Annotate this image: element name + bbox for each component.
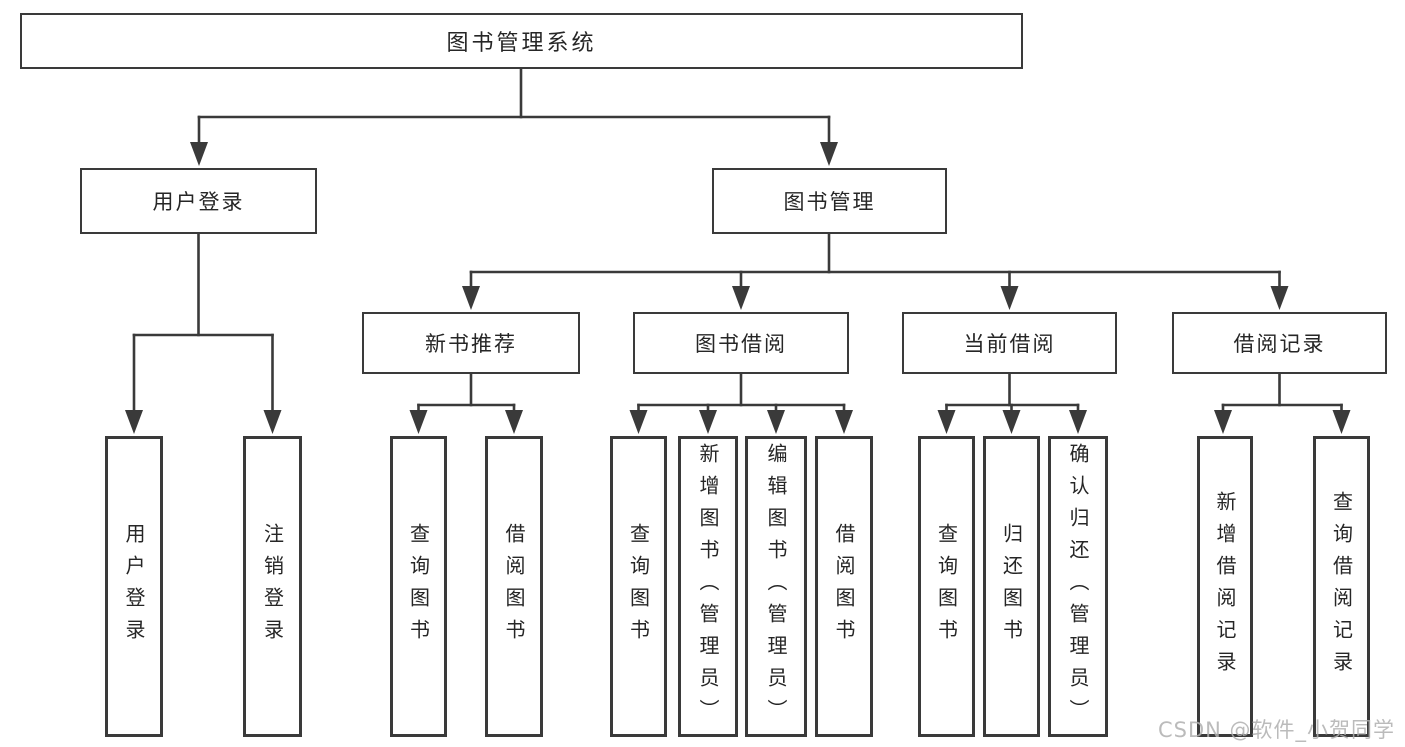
leaf-query-books-borrow: 查询图书 (610, 436, 667, 737)
node-label: 查询图书 (934, 522, 959, 651)
connector-user-login (125, 230, 282, 434)
leaf-return-book: 归还图书 (983, 436, 1040, 737)
leaf-add-book-admin: 新增图书（管理员） (678, 436, 738, 737)
leaf-query-books-recommend: 查询图书 (390, 436, 447, 737)
connector-borrow-records (1214, 370, 1351, 434)
node-label: 新书推荐 (425, 332, 517, 356)
node-label: 用户登录 (152, 190, 245, 214)
node-label: 借阅图书 (502, 522, 526, 651)
node-label: 注销登录 (260, 522, 285, 651)
node-label: 查询借阅记录 (1329, 490, 1354, 683)
node-new-book-recommend: 新书推荐 (362, 312, 580, 374)
leaf-borrow-books-recommend: 借阅图书 (485, 436, 543, 737)
leaf-logout: 注销登录 (243, 436, 302, 737)
leaf-query-borrow-record: 查询借阅记录 (1313, 436, 1370, 737)
leaf-user-login: 用户登录 (105, 436, 163, 737)
node-label: 借阅记录 (1233, 332, 1326, 356)
node-borrow-records: 借阅记录 (1172, 312, 1387, 374)
node-label: 编辑图书（管理员） (764, 442, 788, 731)
node-label: 用户登录 (122, 522, 146, 651)
node-label: 当前借阅 (963, 332, 1056, 356)
node-root: 图书管理系统 (20, 13, 1023, 69)
leaf-edit-book-admin: 编辑图书（管理员） (745, 436, 807, 737)
node-label: 新增借阅记录 (1213, 490, 1237, 683)
node-label: 查询图书 (626, 522, 651, 651)
connector-root (190, 64, 838, 166)
node-label: 查询图书 (406, 522, 431, 651)
watermark: CSDN @软件_小贺同学 (1158, 718, 1396, 742)
connector-book-management (462, 230, 1289, 310)
node-label: 新增图书（管理员） (696, 442, 720, 731)
connector-book-borrow (629, 370, 853, 434)
node-current-borrow: 当前借阅 (902, 312, 1117, 374)
node-label: 借阅图书 (832, 522, 856, 651)
node-label: 图书借阅 (695, 332, 787, 356)
node-label: 图书管理 (783, 190, 876, 214)
leaf-confirm-return-admin: 确认归还（管理员） (1048, 436, 1108, 737)
node-label: 图书管理系统 (446, 31, 597, 56)
node-label: 确认归还（管理员） (1066, 442, 1090, 731)
leaf-query-books-current: 查询图书 (918, 436, 975, 737)
leaf-add-borrow-record: 新增借阅记录 (1197, 436, 1253, 737)
node-book-borrow: 图书借阅 (633, 312, 849, 374)
connector-current-borrow (937, 370, 1087, 434)
connector-new-book-recommend (409, 370, 523, 434)
node-book-management: 图书管理 (712, 168, 947, 234)
node-user-login: 用户登录 (80, 168, 317, 234)
leaf-borrow-books: 借阅图书 (815, 436, 873, 737)
node-label: 归还图书 (999, 522, 1024, 651)
